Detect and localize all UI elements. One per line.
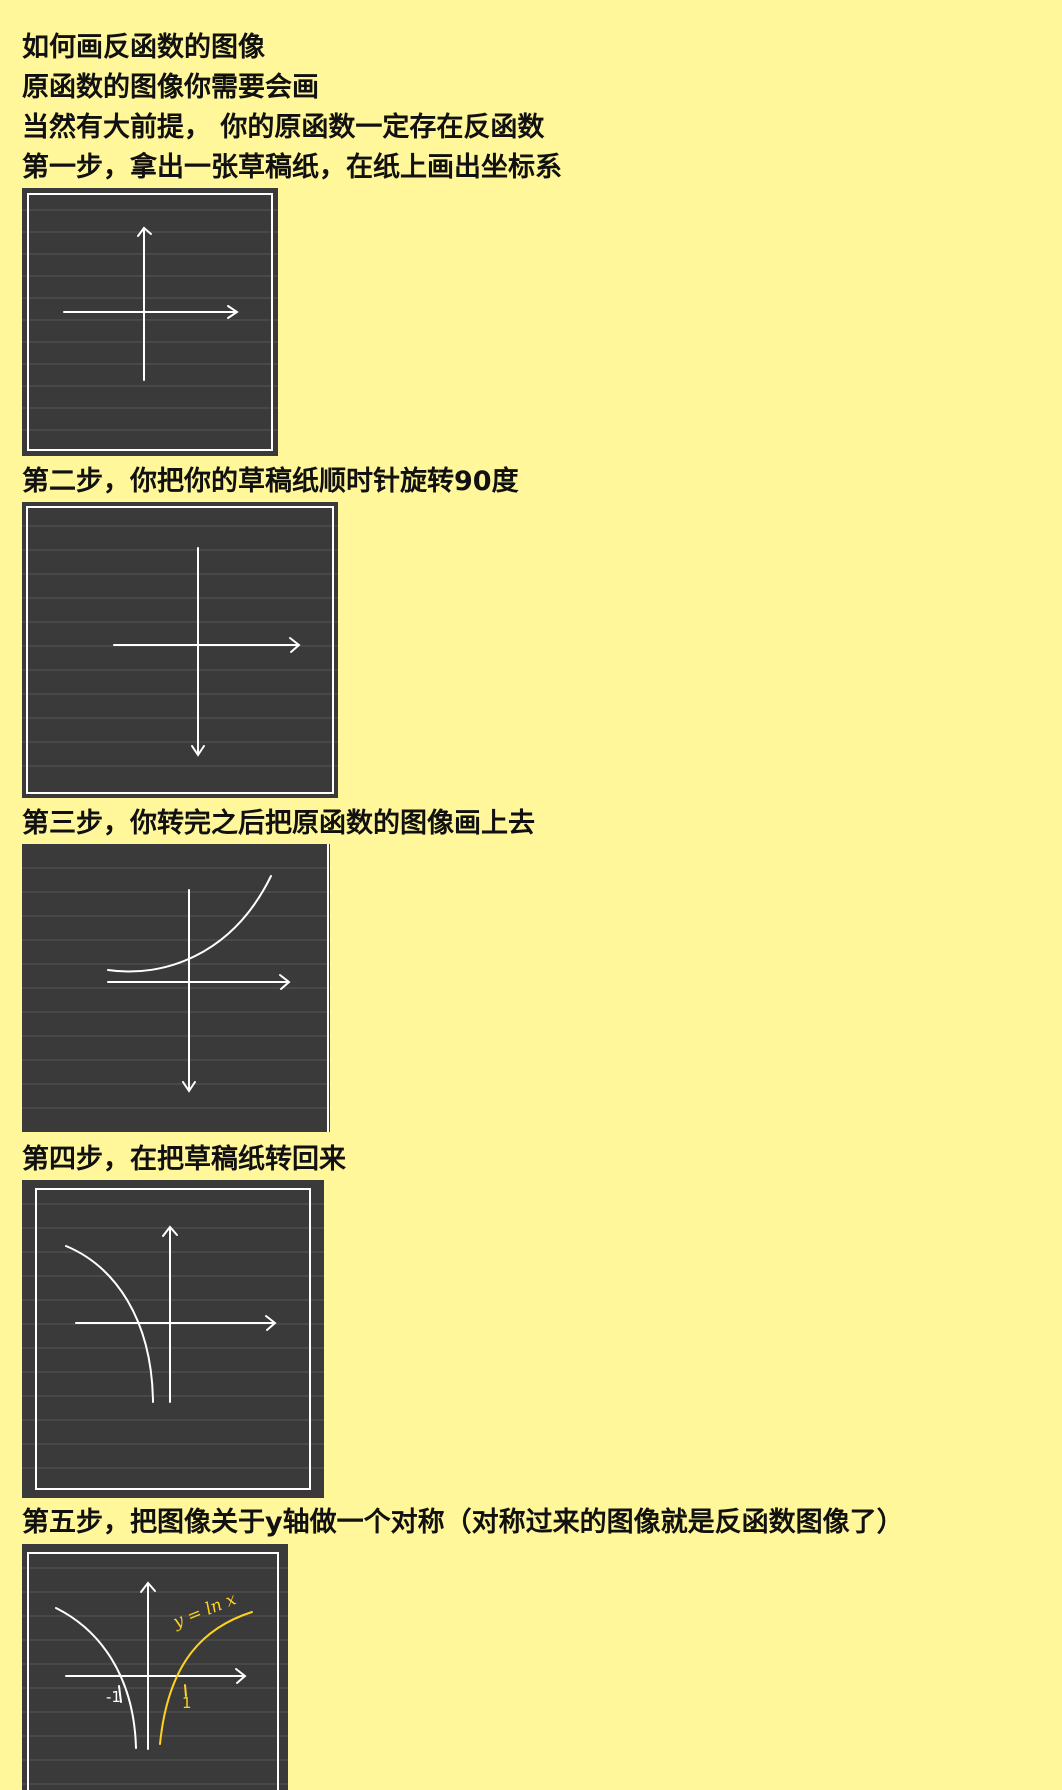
step3-curve-sketch: [22, 844, 330, 1132]
step2-text: 第二步，你把你的草稿纸顺时针旋转90度: [22, 466, 519, 497]
step1-axes-sketch: [22, 188, 278, 456]
intro-line-2: 当然有大前提， 你的原函数一定存在反函数: [22, 112, 545, 143]
title-line: 如何画反函数的图像: [22, 32, 265, 63]
one-label: 1: [182, 1694, 192, 1712]
step4-text: 第四步，在把草稿纸转回来: [22, 1144, 346, 1175]
step3-text: 第三步，你转完之后把原函数的图像画上去: [22, 808, 535, 839]
step2-rotated-axes-sketch: [22, 502, 338, 798]
intro-line-1: 原函数的图像你需要会画: [22, 72, 319, 103]
step1-text: 第一步，拿出一张草稿纸，在纸上画出坐标系: [22, 152, 562, 183]
step5-text: 第五步，把图像关于y轴做一个对称（对称过来的图像就是反函数图像了）: [22, 1507, 904, 1538]
step5-reflection-sketch: y = ln x -1 1: [22, 1544, 288, 1790]
neg-one-label: -1: [106, 1688, 121, 1706]
step4-rotated-back-sketch: [22, 1180, 324, 1498]
